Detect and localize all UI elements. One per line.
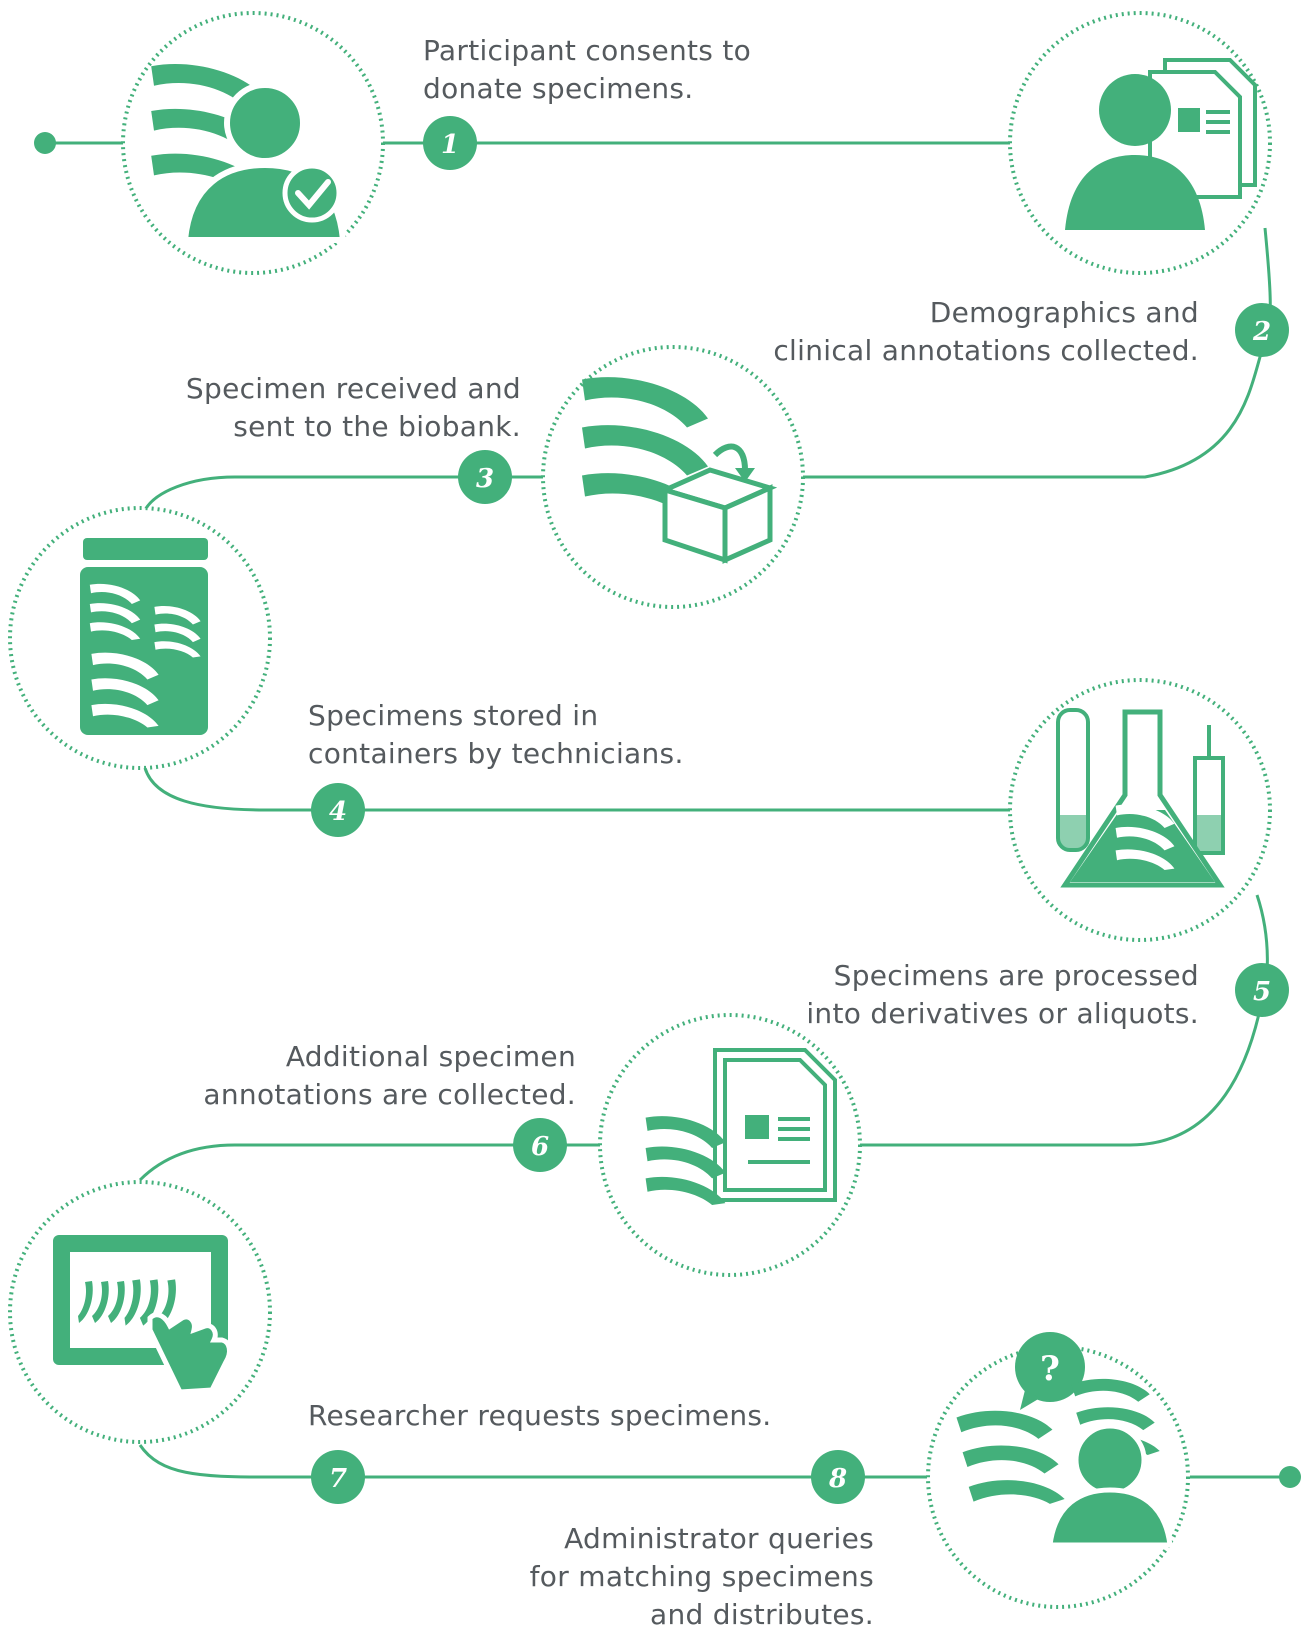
step-4-label-line: Specimens stored in — [308, 699, 599, 732]
step-6-label: Additional specimen annotations are coll… — [203, 1038, 576, 1114]
step-5-badge: 5 — [1235, 963, 1289, 1017]
step-8-label-line: for matching specimens — [529, 1560, 874, 1593]
administrator-query-icon: ? — [956, 1332, 1173, 1548]
tablet-request-icon — [53, 1235, 232, 1395]
step-4-badge: 4 — [311, 783, 365, 837]
step-1-badge: 1 — [423, 116, 477, 170]
step-6-label-line: Additional specimen — [285, 1040, 576, 1073]
step-1-label: Participant consents to donate specimens… — [423, 32, 751, 108]
step-6-number: 6 — [531, 1132, 549, 1162]
step-5-label-line: Specimens are processed — [833, 959, 1199, 992]
demographics-document-icon — [1065, 58, 1257, 230]
step-2-label: Demographics and clinical annotations co… — [773, 294, 1199, 370]
step-1-number: 1 — [441, 130, 459, 160]
step-1-label-line: donate specimens. — [423, 72, 694, 105]
start-dot — [34, 132, 56, 154]
step-badges: 1 2 3 4 5 6 7 8 — [311, 116, 1289, 1504]
step-1-label-line: Participant consents to — [423, 34, 752, 67]
step-8-label: Administrator queries for matching speci… — [530, 1520, 874, 1634]
step-2-badge: 2 — [1235, 303, 1289, 357]
step-3-label: Specimen received and sent to the bioban… — [186, 370, 521, 446]
step-5-label-line: into derivatives or aliquots. — [806, 997, 1199, 1030]
step-7-number: 7 — [329, 1464, 347, 1494]
step-5-label: Specimens are processed into derivatives… — [806, 957, 1199, 1033]
step-4-label-line: containers by technicians. — [308, 737, 684, 770]
specimen-box-icon — [582, 377, 778, 564]
step-8-label-line: Administrator queries — [564, 1522, 874, 1555]
step-2-label-line: Demographics and — [929, 296, 1199, 329]
step-3-badge: 3 — [458, 450, 512, 504]
step-4-number: 4 — [329, 797, 347, 827]
step-3-number: 3 — [476, 464, 494, 494]
step-7-label: Researcher requests specimens. — [308, 1397, 772, 1435]
step-6-label-line: annotations are collected. — [203, 1078, 576, 1111]
step-2-number: 2 — [1252, 317, 1271, 347]
step-5-number: 5 — [1253, 977, 1271, 1007]
storage-container-icon — [80, 538, 208, 735]
specimen-document-icon — [645, 1048, 837, 1205]
step-4-label: Specimens stored in containers by techni… — [308, 697, 684, 773]
end-dot — [1279, 1466, 1301, 1488]
step-3-label-line: Specimen received and — [185, 372, 521, 405]
lab-flask-icon — [1056, 708, 1225, 888]
step-8-label-line: and distributes. — [649, 1598, 874, 1631]
step-2-label-line: clinical annotations collected. — [773, 334, 1199, 367]
question-mark-icon: ? — [1040, 1349, 1060, 1389]
step-8-badge: 8 — [811, 1450, 865, 1504]
step-7-label-line: Researcher requests specimens. — [308, 1399, 772, 1432]
step-3-label-line: sent to the biobank. — [233, 410, 521, 443]
step-7-badge: 7 — [311, 1450, 365, 1504]
step-8-number: 8 — [828, 1464, 847, 1494]
step-3-ring — [541, 345, 805, 609]
flow-path — [45, 141, 1290, 1479]
step-6-badge: 6 — [513, 1118, 567, 1172]
participant-consent-icon — [151, 64, 347, 243]
